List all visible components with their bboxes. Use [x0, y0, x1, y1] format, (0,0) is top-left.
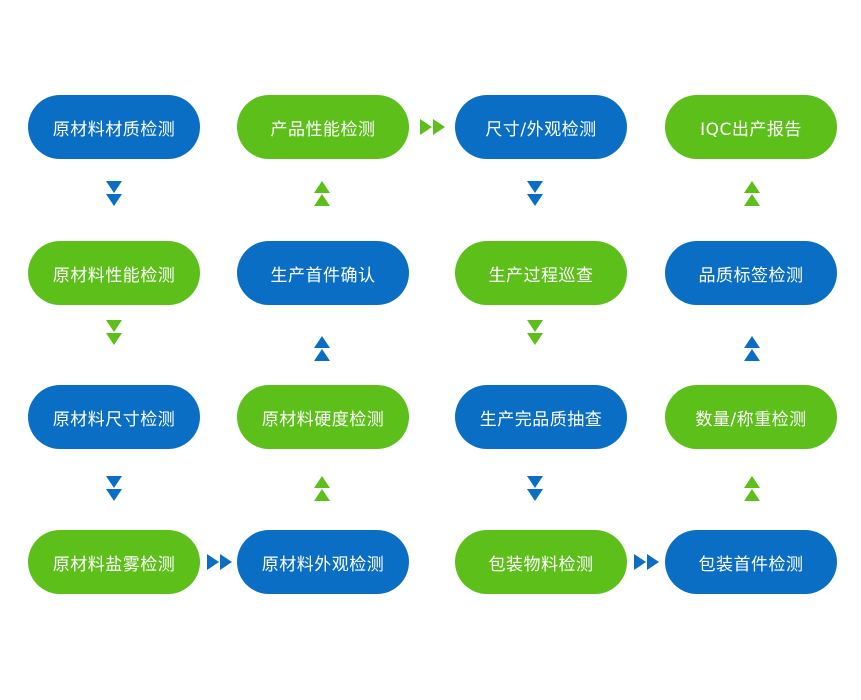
- step-finished-quality-sampling: 生产完品质抽查: [455, 385, 627, 449]
- step-label: 品质标签检测: [698, 265, 804, 286]
- step-raw-material-salt-spray: 原材料盐雾检测: [28, 530, 200, 594]
- arrow-down-icon: [527, 181, 543, 206]
- arrow-up-icon: [744, 476, 760, 501]
- step-quality-label: 品质标签检测: [665, 241, 837, 305]
- step-packaging-first-article: 包装首件检测: [665, 530, 837, 594]
- arrow-up-icon: [314, 476, 330, 501]
- step-dimension-appearance: 尺寸/外观检测: [455, 95, 627, 159]
- step-raw-material-dimension: 原材料尺寸检测: [28, 385, 200, 449]
- step-label: IQC出产报告: [700, 119, 802, 140]
- step-raw-material-composition: 原材料材质检测: [28, 95, 200, 159]
- step-packaging-material: 包装物料检测: [455, 530, 627, 594]
- step-label: 产品性能检测: [270, 119, 376, 140]
- step-label: 原材料硬度检测: [261, 409, 385, 430]
- step-label: 数量/称重检测: [695, 409, 807, 430]
- step-raw-material-appearance: 原材料外观检测: [237, 530, 409, 594]
- step-label: 生产完品质抽查: [479, 409, 603, 430]
- step-iqc-report: IQC出产报告: [665, 95, 837, 159]
- step-label: 生产首件确认: [270, 265, 376, 286]
- step-production-patrol: 生产过程巡查: [455, 241, 627, 305]
- step-label: 原材料材质检测: [52, 119, 176, 140]
- arrow-down-icon: [527, 476, 543, 501]
- arrow-down-icon: [106, 320, 122, 345]
- step-product-performance: 产品性能检测: [237, 95, 409, 159]
- step-label: 原材料性能检测: [52, 265, 176, 286]
- step-raw-material-hardness: 原材料硬度检测: [237, 385, 409, 449]
- arrow-up-icon: [744, 181, 760, 206]
- arrow-right-icon: [207, 554, 232, 570]
- arrow-down-icon: [527, 320, 543, 345]
- step-raw-material-performance: 原材料性能检测: [28, 241, 200, 305]
- arrow-up-icon: [744, 336, 760, 361]
- step-first-article-confirmation: 生产首件确认: [237, 241, 409, 305]
- step-label: 原材料尺寸检测: [52, 409, 176, 430]
- step-label: 包装物料检测: [488, 554, 594, 575]
- arrow-right-icon: [634, 554, 659, 570]
- arrow-down-icon: [106, 476, 122, 501]
- step-label: 原材料盐雾检测: [52, 554, 176, 575]
- step-quantity-weighing: 数量/称重检测: [665, 385, 837, 449]
- arrow-up-icon: [314, 336, 330, 361]
- step-label: 尺寸/外观检测: [485, 119, 597, 140]
- step-label: 生产过程巡查: [488, 265, 594, 286]
- arrow-up-icon: [314, 181, 330, 206]
- arrow-down-icon: [106, 181, 122, 206]
- step-label: 包装首件检测: [698, 554, 804, 575]
- step-label: 原材料外观检测: [261, 554, 385, 575]
- arrow-right-icon: [420, 119, 445, 135]
